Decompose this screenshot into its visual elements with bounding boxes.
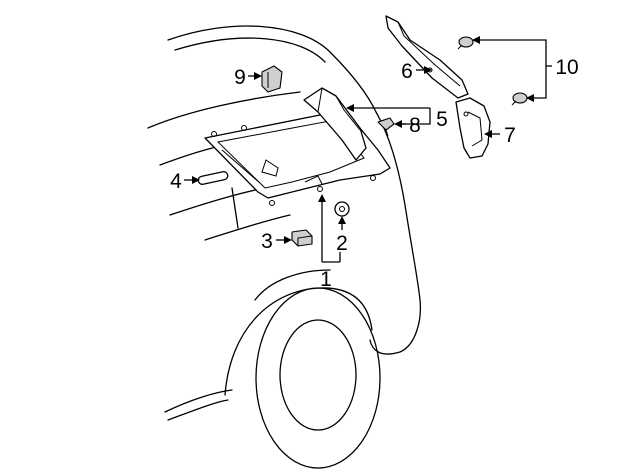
vehicle-body [147,25,422,469]
part-10-screw-lower [511,92,528,106]
callout-2: 2 [336,232,348,255]
callout-3: 3 [261,230,273,253]
part-3-bracket [291,229,313,247]
callout-labels: 1 2 3 4 5 6 7 8 9 10 [170,56,579,291]
callout-1: 1 [320,268,332,291]
part-6-pillar-garnish [385,15,469,99]
callout-5: 5 [436,108,448,131]
leader-lines [184,36,552,263]
part-7-trim-piece [455,97,491,159]
callout-8: 8 [409,114,421,137]
part-10-screw-upper [457,36,474,50]
part-2-clip [334,201,350,217]
callout-4: 4 [170,170,182,193]
part-5-pillar-cover [303,87,367,161]
callout-7: 7 [504,124,516,147]
part-9-bracket [261,65,283,93]
callout-6: 6 [401,60,413,83]
callout-10: 10 [555,56,578,79]
part-4-rail [197,171,229,185]
callout-9: 9 [234,66,246,89]
